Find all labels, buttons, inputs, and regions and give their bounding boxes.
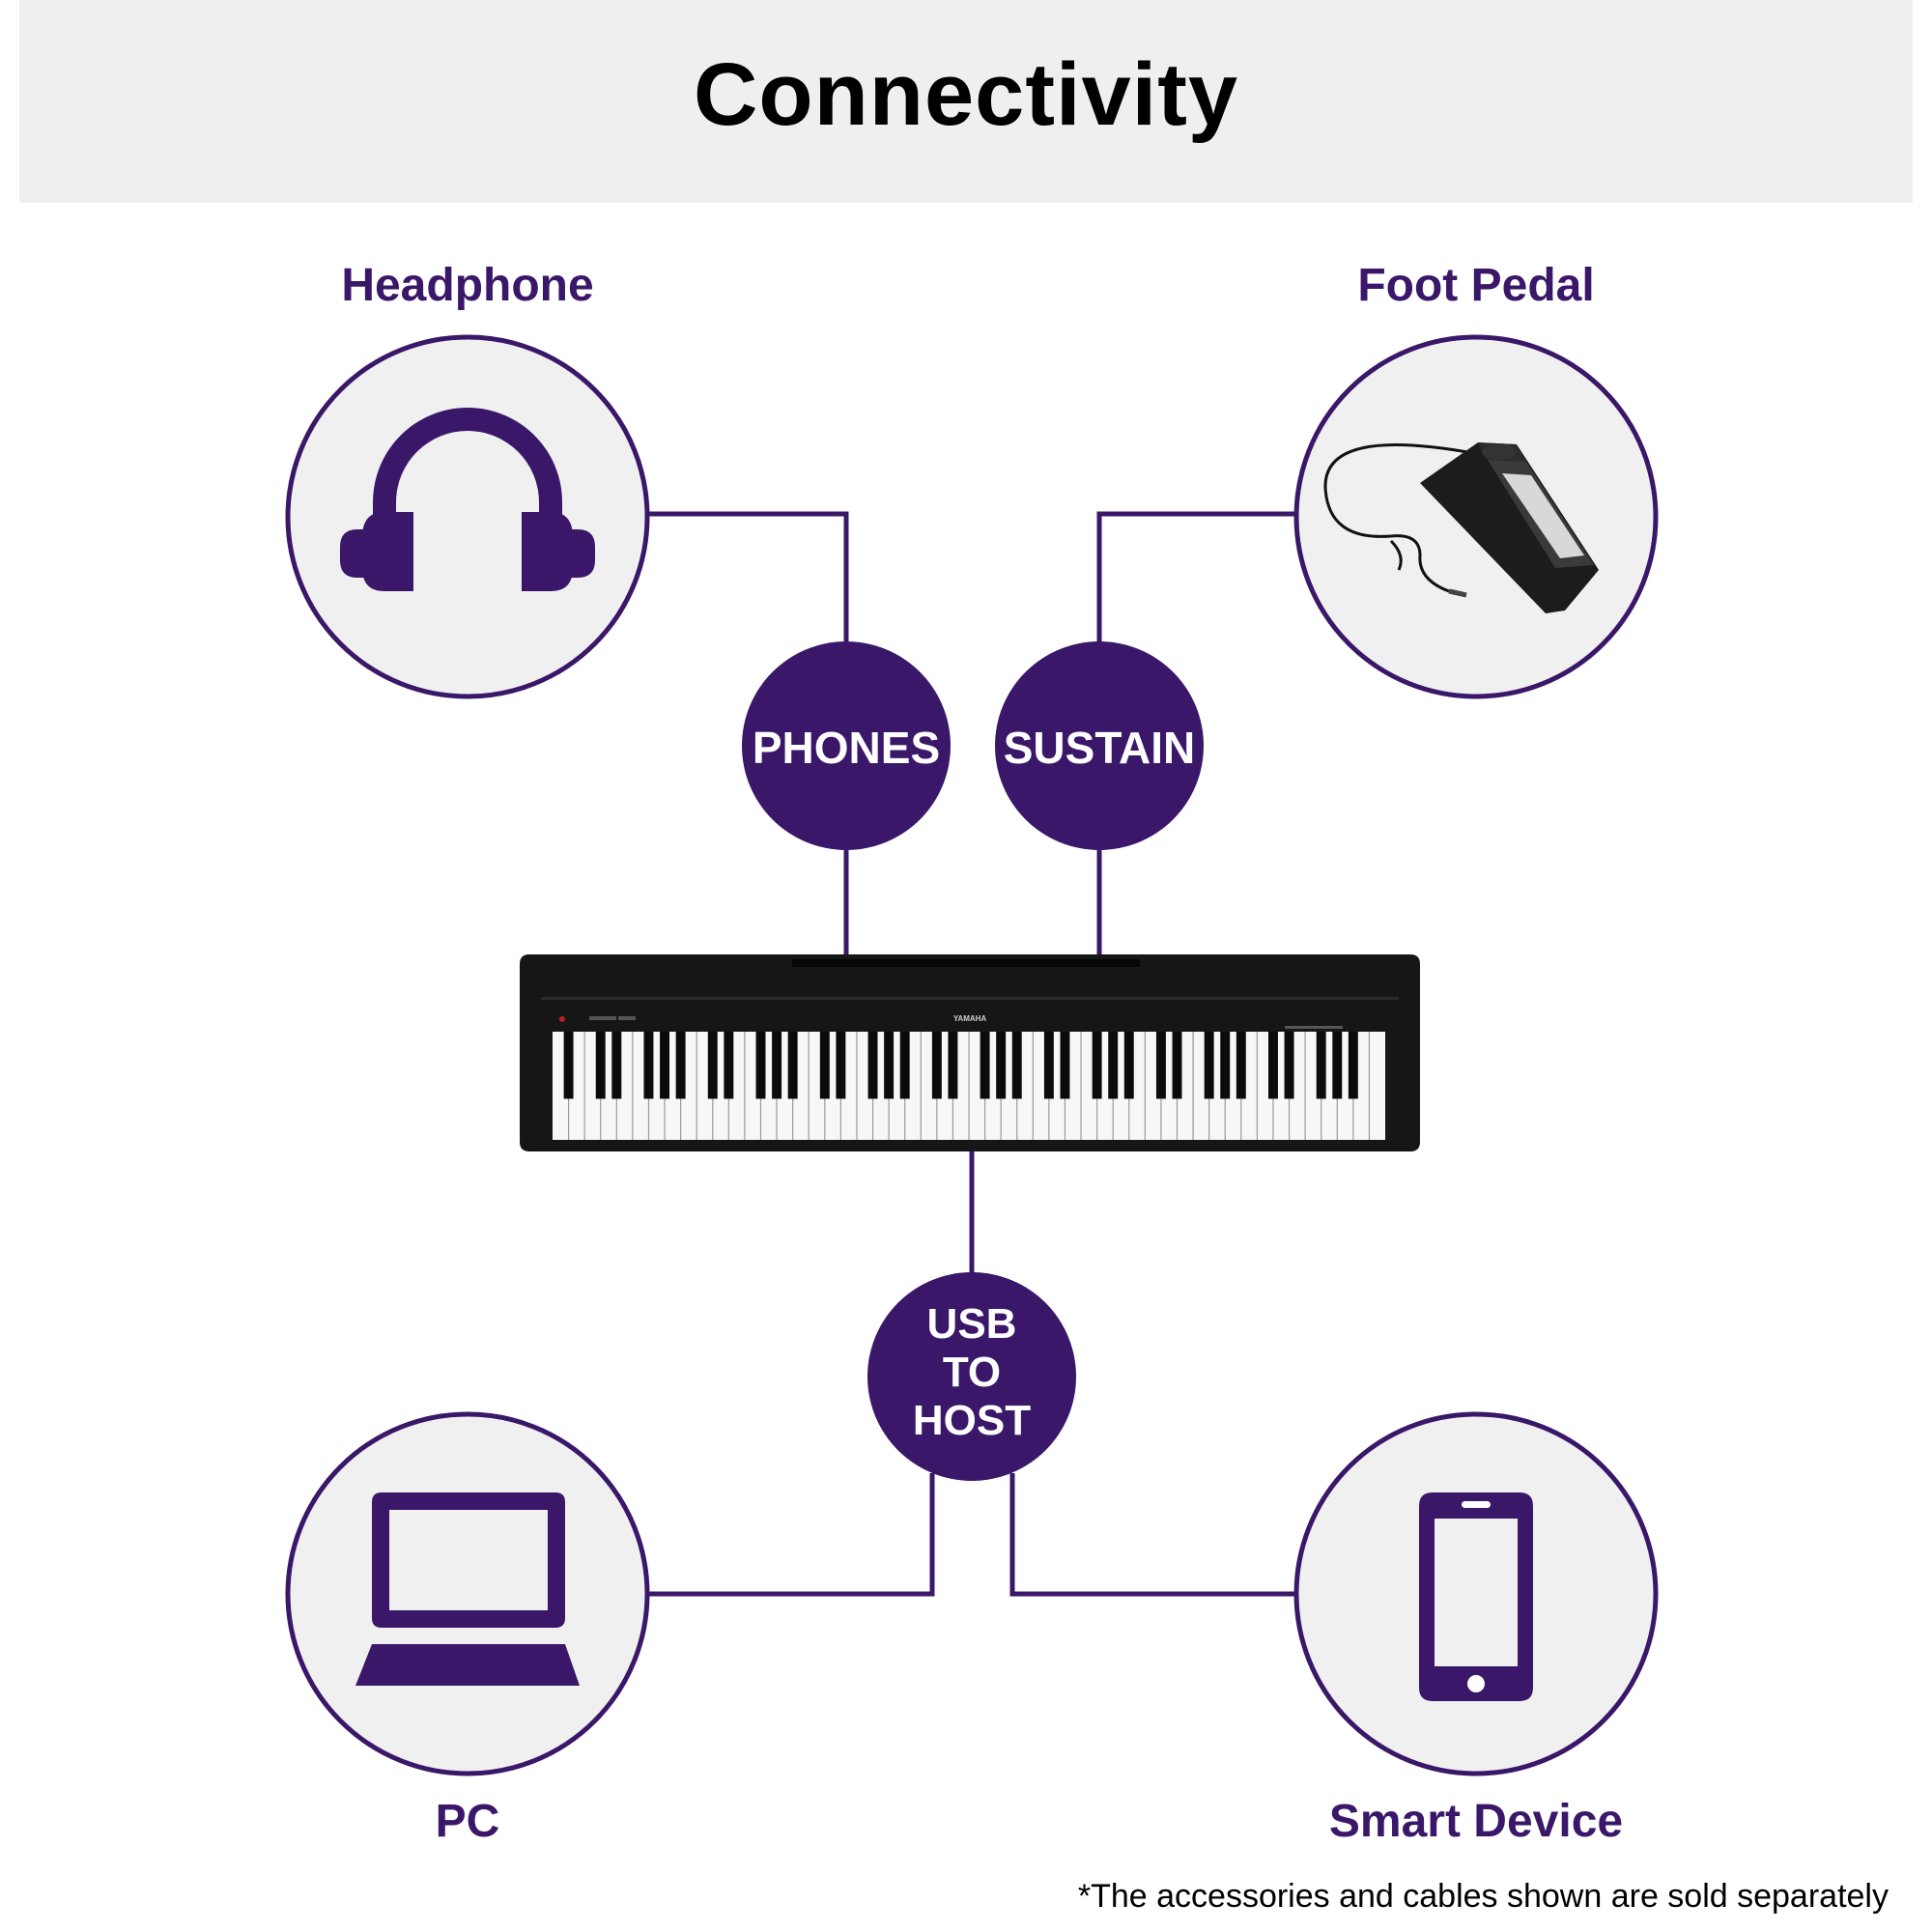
black-key: [660, 1032, 670, 1099]
headphone-bubble: [285, 334, 650, 699]
black-key: [1316, 1032, 1326, 1099]
black-key: [1060, 1032, 1070, 1099]
headphone-connector: [647, 511, 849, 642]
footnote: *The accessories and cables shown are so…: [1077, 1878, 1889, 1915]
black-key: [675, 1032, 686, 1099]
black-key: [563, 1032, 574, 1099]
sustain-port-label: SUSTAIN: [1004, 723, 1196, 773]
black-key: [1204, 1032, 1214, 1099]
black-key: [1284, 1032, 1294, 1099]
black-key: [1155, 1032, 1166, 1099]
laptop-icon: [355, 1492, 580, 1686]
smart-device-bubble: [1293, 1411, 1659, 1776]
black-key: [884, 1032, 895, 1099]
phones-port-label: PHONES: [753, 723, 940, 773]
black-key: [1172, 1032, 1182, 1099]
black-key: [1220, 1032, 1231, 1099]
smart-device-label: Smart Device: [1328, 1796, 1624, 1847]
sustain-port: SUSTAIN: [995, 641, 1204, 850]
usb-port-label-line1: USB: [927, 1300, 1017, 1348]
black-key: [595, 1032, 606, 1099]
piano-brand-mark: YAMAHA: [953, 1014, 987, 1023]
foot-pedal-label: Foot Pedal: [1357, 260, 1595, 311]
black-key: [1348, 1032, 1358, 1099]
sustain-pedal-photo: [1323, 442, 1599, 613]
usb-port-label-line3: HOST: [913, 1397, 1031, 1444]
black-key: [1092, 1032, 1102, 1099]
headphone-label: Headphone: [341, 260, 594, 311]
usb-to-host-port: USB TO HOST: [867, 1272, 1076, 1481]
black-key: [755, 1032, 766, 1099]
black-key: [980, 1032, 990, 1099]
header-band: [19, 0, 1913, 203]
headphones-icon: [340, 408, 595, 591]
black-key: [787, 1032, 798, 1099]
black-key: [996, 1032, 1007, 1099]
pedal-connector: [1096, 511, 1294, 642]
pc-connector: [647, 1473, 935, 1597]
black-key: [836, 1032, 846, 1099]
connector-lines: [647, 511, 1294, 1597]
black-key: [611, 1032, 622, 1099]
black-key: [819, 1032, 830, 1099]
page-title: Connectivity: [693, 45, 1239, 144]
black-key: [772, 1032, 782, 1099]
smartphone-icon: [1419, 1492, 1533, 1701]
phones-port: PHONES: [742, 641, 951, 850]
black-key: [1043, 1032, 1054, 1099]
black-key: [899, 1032, 910, 1099]
black-key: [1236, 1032, 1246, 1099]
foot-pedal-bubble: [1293, 334, 1659, 699]
black-key: [1123, 1032, 1134, 1099]
black-key: [931, 1032, 942, 1099]
usb-port-label-line2: TO: [943, 1349, 1001, 1396]
black-key: [1011, 1032, 1022, 1099]
pc-label: PC: [435, 1796, 500, 1847]
black-key: [724, 1032, 734, 1099]
digital-piano: YAMAHA: [520, 954, 1420, 1151]
black-key: [1332, 1032, 1343, 1099]
pc-bubble: [285, 1411, 650, 1776]
black-key: [1108, 1032, 1119, 1099]
black-key: [643, 1032, 654, 1099]
black-key: [707, 1032, 718, 1099]
black-key: [948, 1032, 958, 1099]
black-key: [1267, 1032, 1278, 1099]
smart-device-connector: [1009, 1473, 1294, 1597]
black-key: [867, 1032, 878, 1099]
